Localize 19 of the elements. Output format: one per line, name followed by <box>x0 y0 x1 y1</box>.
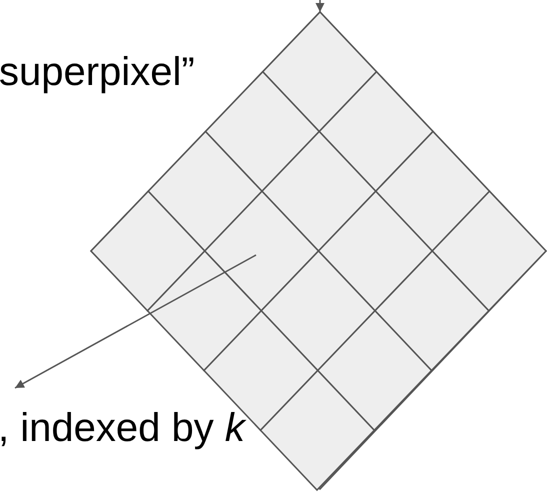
pixel-cell <box>260 130 377 252</box>
pixel-cell <box>431 190 547 312</box>
leader-arrow <box>14 254 256 389</box>
pixel-cell <box>259 369 376 492</box>
pixel-cell <box>318 70 434 192</box>
pixel-cell <box>204 70 320 192</box>
arrow <box>316 0 324 12</box>
pixel-cell <box>316 310 433 432</box>
pixel-cell <box>90 190 206 312</box>
pixel-cell <box>262 10 378 133</box>
pixel-cell <box>204 190 320 312</box>
pixel-cell <box>146 250 262 372</box>
pixel-cell <box>374 130 491 252</box>
pixel-cell <box>260 250 376 372</box>
annotation-text: superpixel” <box>0 52 195 92</box>
pixel-cell <box>374 250 490 372</box>
pixel-cell <box>317 190 434 312</box>
annotation-text: , indexed by k <box>0 408 245 448</box>
pixel-cell <box>147 130 264 252</box>
